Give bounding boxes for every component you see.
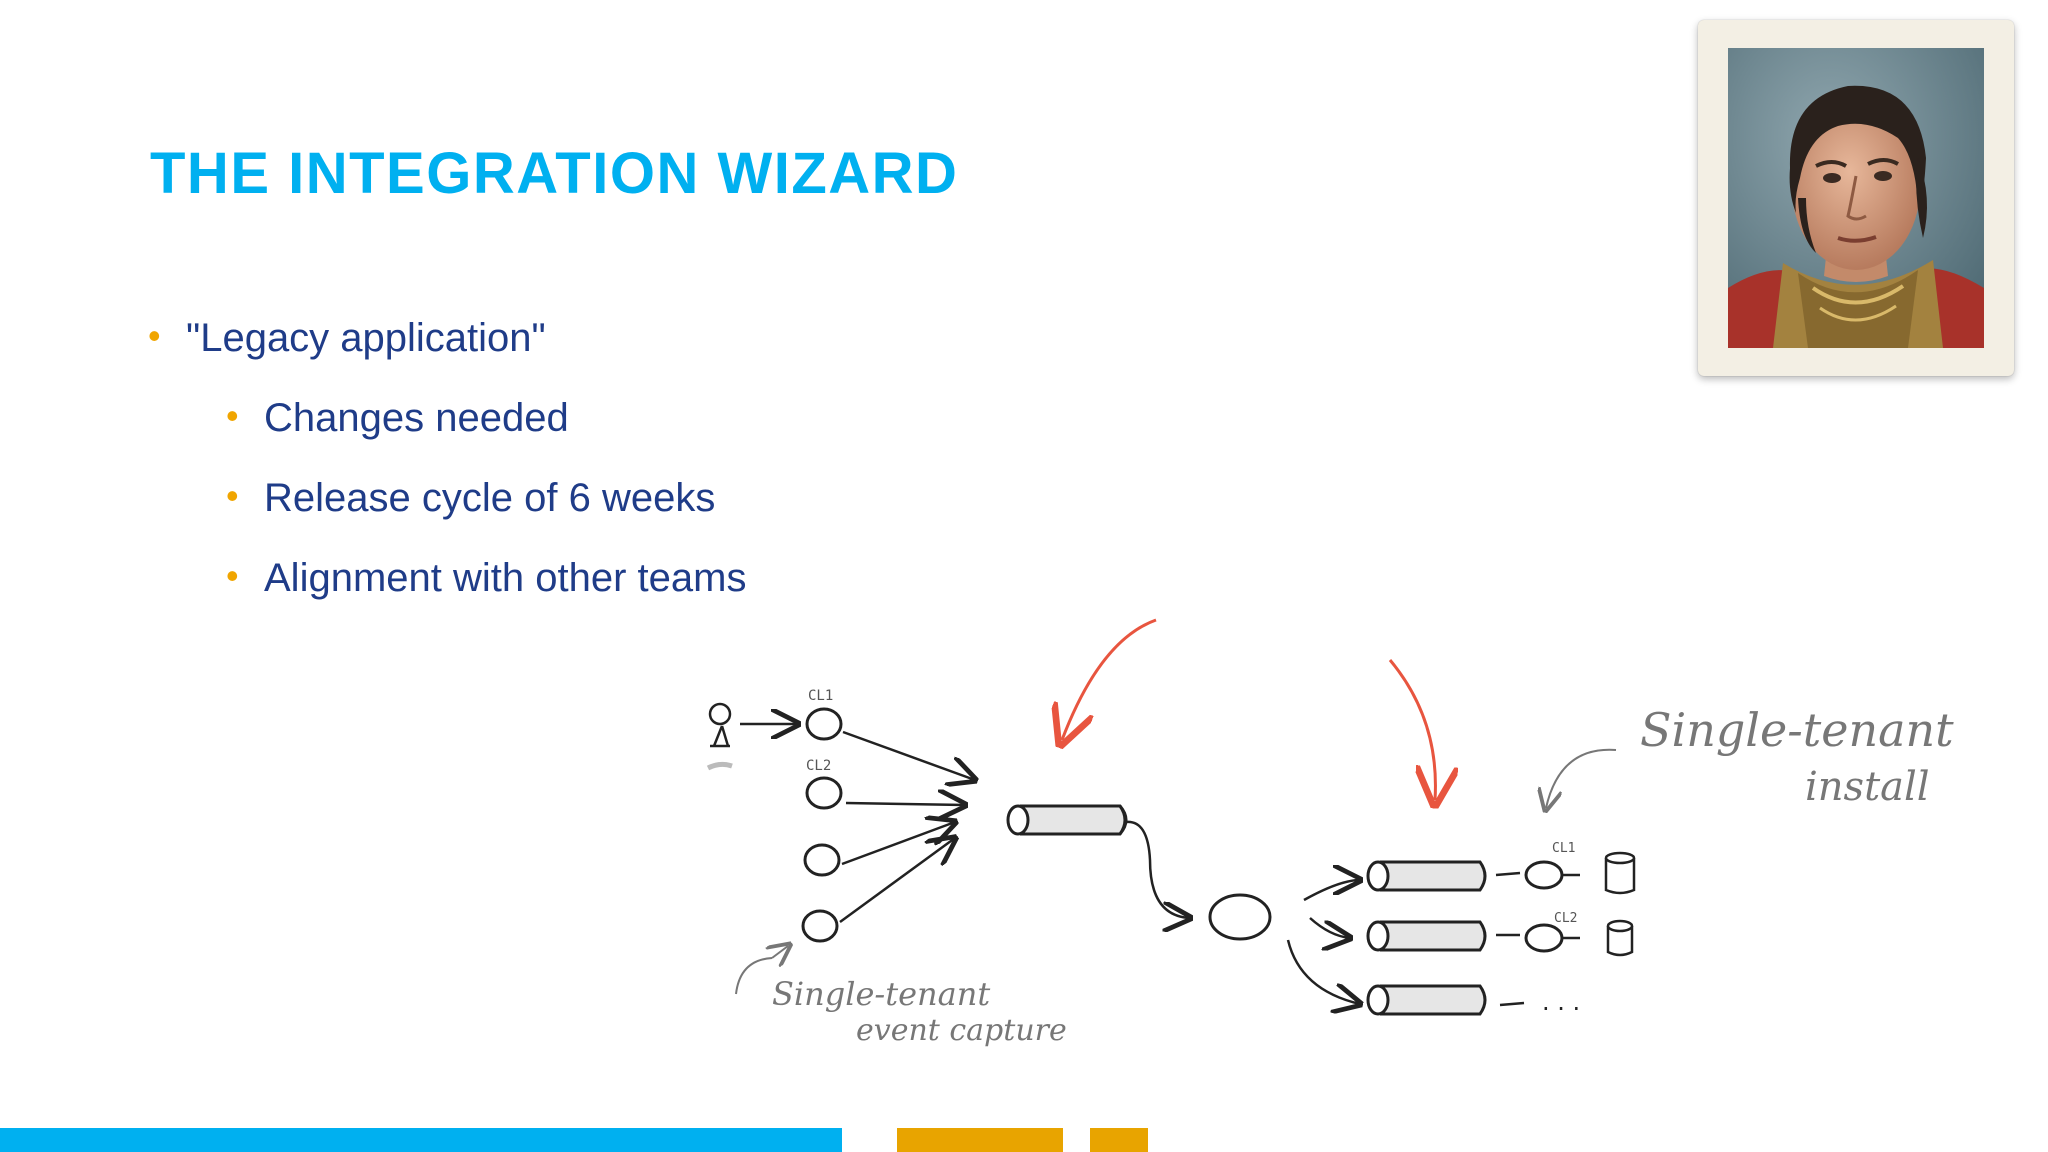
annotation-left-line1: Single-tenant [772, 975, 990, 1013]
bullet-text: "Legacy application" [186, 316, 546, 360]
install-label-cl2: CL2 [1554, 911, 1577, 926]
bullet-text: Alignment with other teams [264, 556, 747, 600]
central-queue [1006, 804, 1128, 836]
sub-bullet-item: • Changes needed [226, 394, 569, 442]
client-label-cl1: CL1 [808, 688, 833, 704]
install-label-cl1: CL1 [1552, 841, 1575, 856]
install-node [1524, 923, 1564, 953]
bullet-dot-icon: • [226, 555, 239, 596]
bullet-text: Changes needed [264, 396, 569, 440]
client-node [805, 776, 843, 810]
database-icon [1604, 851, 1636, 895]
bullet-dot-icon: • [226, 475, 239, 516]
annotation-left-line2: event capture [856, 1013, 1067, 1048]
footer-bar-gold [1090, 1128, 1148, 1152]
client-label-cl2: CL2 [806, 758, 831, 774]
bullet-text: Release cycle of 6 weeks [264, 476, 716, 520]
user-figure-icon [706, 702, 733, 771]
ellipsis-text: . . . [1542, 988, 1580, 1016]
client-node [801, 909, 839, 943]
annotation-right-line1: Single-tenant [1640, 703, 1954, 757]
tenant-queue [1366, 860, 1487, 892]
architecture-sketch: CL1 CL2 [706, 618, 1954, 1048]
bullet-dot-icon: • [148, 315, 161, 356]
tenant-queue [1366, 984, 1487, 1016]
footer-bar-gold [897, 1128, 1063, 1152]
portrait-card [1698, 20, 2014, 376]
bullet-item: • "Legacy application" [148, 314, 546, 362]
install-node [1524, 860, 1564, 890]
portrait-image [1728, 48, 1984, 348]
slide-title: THE INTEGRATION WIZARD [150, 141, 959, 206]
processor-node [1208, 893, 1272, 941]
footer-bar-blue [0, 1128, 842, 1152]
client-node [803, 843, 841, 877]
client-node [805, 707, 843, 741]
sub-bullet-item: • Release cycle of 6 weeks [226, 474, 716, 522]
tenant-queue [1366, 920, 1487, 952]
sub-bullet-item: • Alignment with other teams [226, 554, 747, 602]
annotation-right-line2: install [1805, 764, 1930, 810]
bullet-dot-icon: • [226, 395, 239, 436]
database-icon [1606, 919, 1634, 957]
